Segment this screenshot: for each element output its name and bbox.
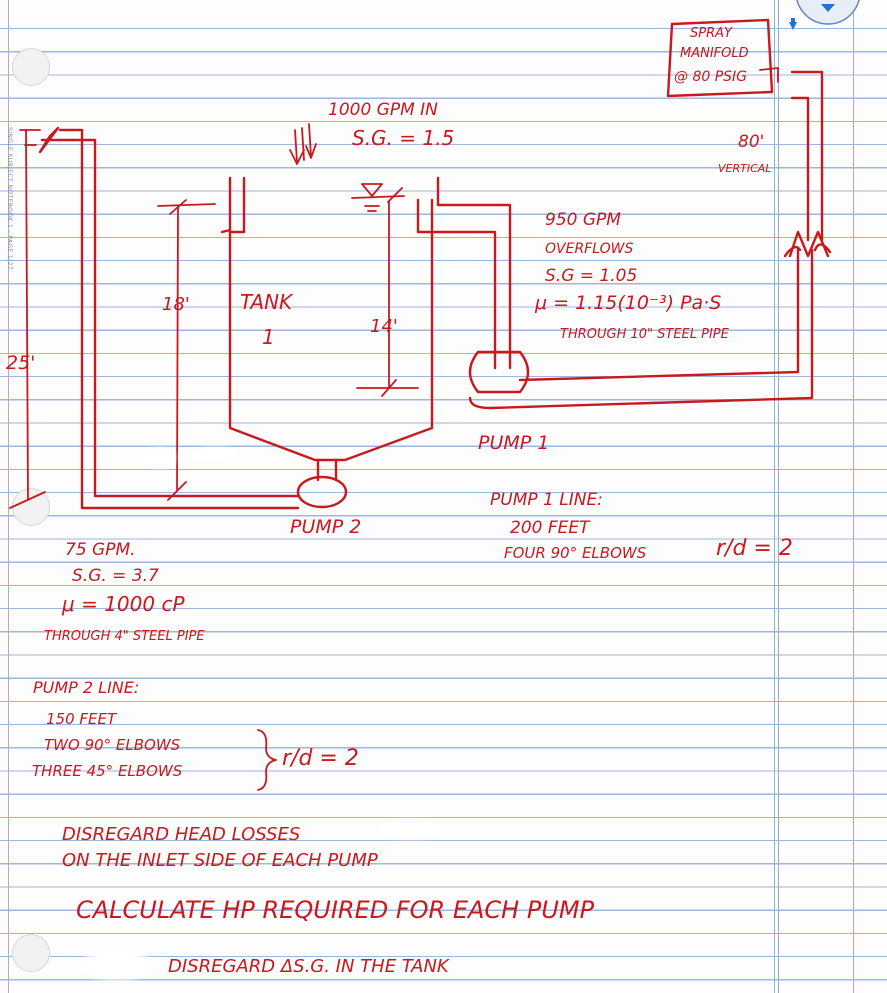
liquid-level-label: 14' xyxy=(370,316,398,337)
vertical-label: VERTICAL xyxy=(718,162,772,175)
outer-margin-line xyxy=(853,0,855,993)
left-height-label: 25' xyxy=(6,352,36,374)
tank-number: 1 xyxy=(262,325,275,349)
whiteout-blot xyxy=(195,448,235,462)
pump1-line-length: 200 FEET xyxy=(510,518,590,538)
whiteout-blot xyxy=(380,820,440,838)
pump1-line-title: PUMP 1 LINE: xyxy=(490,490,603,510)
overflow-label: OVERFLOWS xyxy=(545,241,634,257)
spray-manifold-line3: @ 80 PSIG xyxy=(674,69,748,85)
right-margin-line-2 xyxy=(778,0,780,993)
pump2-line-length: 150 FEET xyxy=(46,710,117,728)
whiteout-blot xyxy=(145,448,175,468)
pump2-pipe-label: THROUGH 4" STEEL PIPE xyxy=(44,629,205,644)
right-margin-line xyxy=(774,0,776,993)
spray-manifold-line2: MANIFOLD xyxy=(680,46,749,61)
pump2-rate-label: 75 GPM. xyxy=(65,540,136,560)
inflow-sg-label: S.G. = 1.5 xyxy=(352,126,455,150)
pump1-line-elbows: FOUR 90° ELBOWS xyxy=(504,544,647,562)
binder-hole-top xyxy=(12,48,50,86)
vertical-height-label: 80' xyxy=(738,132,765,152)
disregard-head-losses-2: ON THE INLET SIDE OF EACH PUMP xyxy=(62,850,378,871)
binder-hole-bottom xyxy=(12,934,50,972)
disregard-sg-note: DISREGARD ΔS.G. IN THE TANK xyxy=(168,956,449,977)
pump1-label: PUMP 1 xyxy=(478,432,550,454)
overflow-rate-label: 950 GPM xyxy=(545,210,621,230)
pump2-label: PUMP 2 xyxy=(290,516,362,538)
pump2-viscosity-label: μ = 1000 cP xyxy=(62,592,185,616)
inflow-rate-label: 1000 GPM IN xyxy=(328,100,438,120)
tank-label: TANK xyxy=(240,290,293,314)
disregard-head-losses: DISREGARD HEAD LOSSES xyxy=(62,824,301,845)
overflow-pipe-label: THROUGH 10" STEEL PIPE xyxy=(560,327,729,342)
pump2-line-elbows45: THREE 45° ELBOWS xyxy=(32,762,183,780)
whiteout-blot xyxy=(82,950,152,980)
overflow-viscosity-label: μ = 1.15(10⁻³) Pa·S xyxy=(535,292,722,314)
margin-line xyxy=(8,0,10,993)
pump2-rd-label: r/d = 2 xyxy=(282,746,359,771)
pump2-sg-label: S.G. = 3.7 xyxy=(72,566,159,586)
pump2-line-elbows90: TWO 90° ELBOWS xyxy=(44,736,181,754)
pump2-line-title: PUMP 2 LINE: xyxy=(33,678,140,697)
overflow-sg-label: S.G = 1.05 xyxy=(545,266,638,286)
tank-height-label: 18' xyxy=(162,294,190,315)
spray-manifold-line1: SPRAY xyxy=(690,26,732,41)
pump1-rd-label: r/d = 2 xyxy=(716,536,793,561)
calculate-instruction: CALCULATE HP REQUIRED FOR EACH PUMP xyxy=(76,896,595,924)
